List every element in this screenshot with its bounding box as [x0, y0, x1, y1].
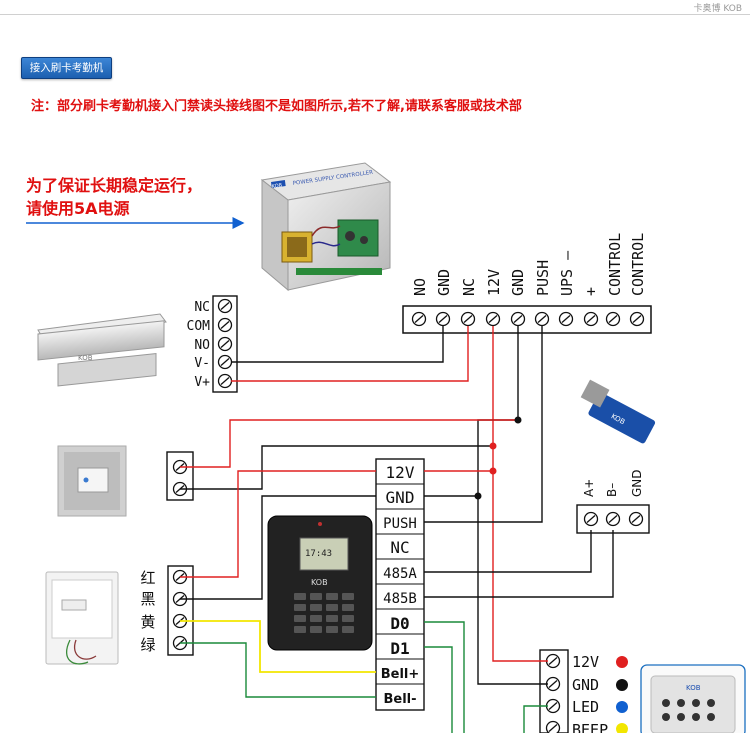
lock-label-nc: NC [194, 300, 210, 315]
card-reader-brand: KOB [686, 684, 701, 692]
reader-dot-black [616, 679, 628, 691]
lock-label-com: COM [187, 319, 211, 334]
wires [180, 326, 614, 733]
wire-exit-red [180, 419, 518, 468]
lock-label-no: NO [194, 338, 210, 353]
ctrl-label-nc: NC [390, 538, 409, 557]
exit-button-image [57, 445, 127, 517]
conv-label-bminus: B– [605, 483, 619, 497]
ps-label-control1: CONTROL [606, 233, 624, 296]
junction-dots [474, 416, 522, 500]
reader-labels: 12V GND LED BEEP [572, 653, 608, 733]
ps-label-gnd: GND [435, 269, 453, 296]
converter-terminals [576, 504, 650, 534]
device-screen-time: 17:43 [305, 549, 332, 559]
ctrl-label-12v: 12V [386, 463, 415, 482]
lock-terminals [212, 295, 238, 393]
ps-label-12v: 12V [485, 269, 503, 296]
card-reader-image: KOB [640, 664, 746, 733]
power-note-line2: 请使用5A电源 [26, 199, 130, 218]
ps-label-gnd2: GND [509, 269, 527, 296]
power-note: 为了保证长期稳定运行， 请使用5A电源 [26, 174, 202, 220]
wire-bell-black [180, 495, 376, 600]
wire-12v-main [492, 326, 548, 662]
ps-label-control2: CONTROL [629, 233, 647, 296]
ctrl-label-d0: D0 [390, 614, 409, 633]
doorbell-image [45, 571, 119, 665]
reader-label-led: LED [572, 698, 599, 716]
attendance-device-image: 17:43 KOB [267, 515, 373, 651]
header-brand: 卡奥博 KOB [693, 4, 742, 14]
ps-label-push: PUSH [534, 260, 552, 296]
wire-485a [424, 530, 592, 573]
wire-bell-red [180, 470, 376, 578]
wire-reader-led [523, 705, 548, 733]
controller-terminals: 12V GND PUSH NC 485A 485B D0 D1 Bell+ Be… [375, 458, 425, 711]
lock-brand: KOB [78, 354, 93, 362]
power-supply-terminal-labels: NO GND NC 12V GND PUSH UPS – + CONTROL C… [411, 233, 647, 296]
device-brand: KOB [311, 578, 328, 587]
converter-image: KOB [580, 379, 656, 444]
doorbell-label-yellow: 黄 [140, 613, 155, 631]
doorbell-terminals [167, 565, 194, 656]
header-divider [0, 14, 750, 15]
wire-d0 [424, 621, 465, 733]
wire-lock-vminus [231, 326, 444, 363]
ps-label-nc: NC [460, 278, 478, 296]
power-supply-image: POWER SUPPLY CONTROLLER KOB [260, 162, 392, 292]
ps-label-plus: + [582, 287, 600, 296]
wiring-notice: 注：部分刷卡考勤机接入门禁读头接线图不是如图所示,若不了解,请联系客服或技术部 [31, 99, 522, 114]
ps-label-no: NO [411, 278, 429, 296]
conv-label-aplus: A+ [582, 479, 596, 497]
reader-label-gnd: GND [572, 676, 599, 694]
lock-label-vplus: V+ [194, 375, 210, 390]
converter-terminal-labels: A+ B– GND [582, 469, 644, 497]
wire-gnd-main [477, 326, 548, 685]
ctrl-label-bellminus: Bell- [383, 692, 416, 707]
wire-bell-green [180, 642, 376, 698]
ctrl-label-push: PUSH [383, 516, 417, 532]
lock-terminal-labels: NC COM NO V- V+ [187, 300, 211, 390]
power-supply-terminals [402, 305, 652, 334]
magnetic-lock-image: KOB [37, 313, 167, 387]
doorbell-label-black: 黑 [140, 590, 155, 608]
exit-button-terminals [166, 451, 194, 501]
doorbell-label-green: 绿 [140, 636, 155, 654]
wire-d1 [424, 646, 453, 733]
ctrl-label-d1: D1 [390, 639, 409, 658]
reader-dot-yellow [616, 723, 628, 733]
reader-color-dots [616, 656, 628, 733]
power-note-line1: 为了保证长期稳定运行， [26, 176, 203, 195]
reader-terminals [539, 649, 569, 733]
wire-bell-yellow [180, 620, 376, 673]
power-supply-brand: KOB [271, 183, 283, 190]
attendance-machine-button[interactable]: 接入刷卡考勤机 [21, 57, 112, 79]
ctrl-label-485b: 485B [383, 591, 417, 607]
ctrl-label-bellplus: Bell+ [381, 667, 420, 682]
wire-485b [424, 530, 614, 598]
ctrl-label-485a: 485A [383, 566, 417, 582]
conv-label-gnd: GND [630, 469, 644, 497]
reader-label-12v: 12V [572, 653, 599, 671]
wire-exit-black [180, 445, 493, 490]
doorbell-labels: 红 黑 黄 绿 [140, 569, 155, 654]
lock-label-vminus: V- [194, 356, 210, 371]
wire-lock-vplus [231, 326, 469, 382]
doorbell-label-red: 红 [140, 569, 155, 587]
reader-dot-red [616, 656, 628, 668]
wire-push [424, 326, 543, 523]
ps-label-ups: UPS – [558, 250, 576, 296]
reader-dot-blue [616, 701, 628, 713]
ctrl-label-gnd: GND [386, 488, 415, 507]
reader-label-beep: BEEP [572, 721, 608, 733]
